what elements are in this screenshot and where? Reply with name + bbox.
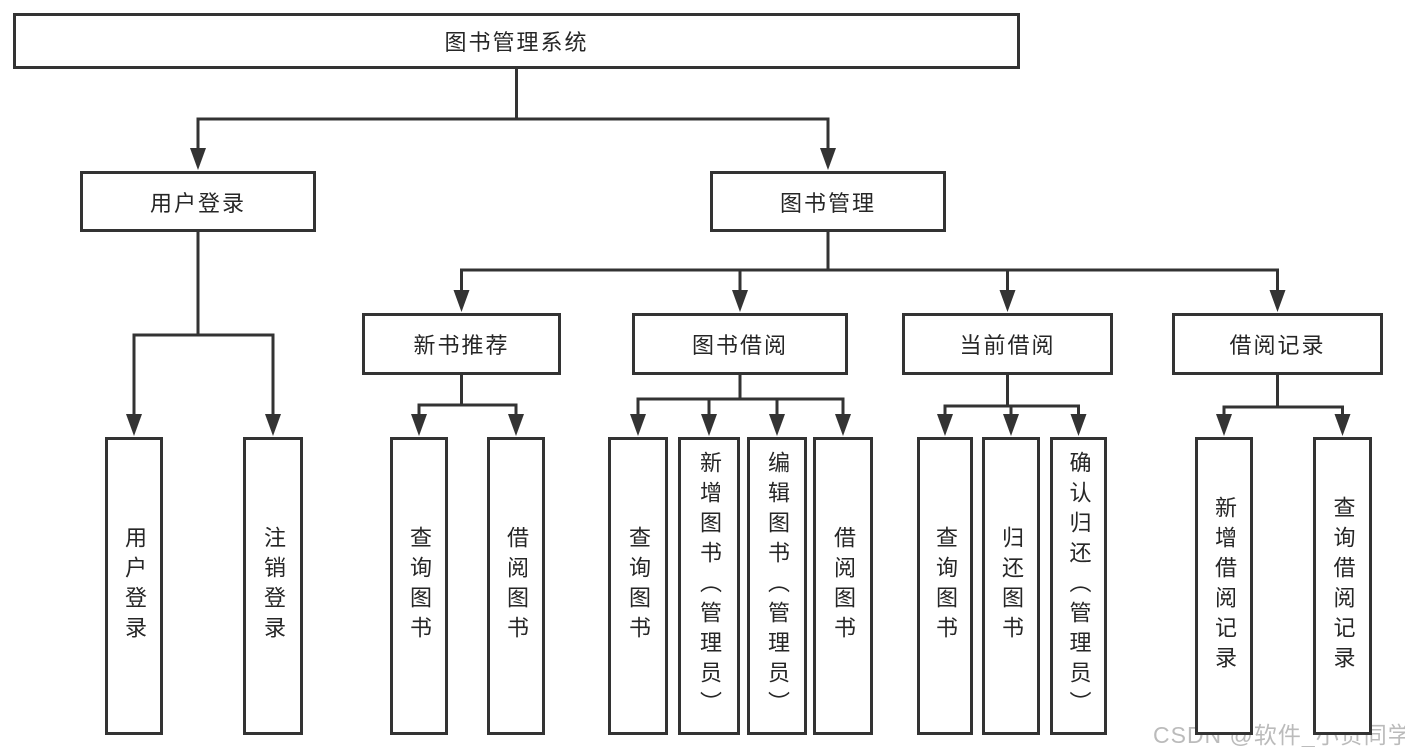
node-current-borrow: 当前借阅 [902, 313, 1113, 375]
node-new-book-rec: 新书推荐 [362, 313, 561, 375]
node-leaf-logout: 注销登录 [243, 437, 303, 735]
arrowhead-book-mgmt [820, 148, 836, 170]
arrowhead-borrow-record [1269, 290, 1286, 312]
arrowhead-leaf-bb-borrow [835, 414, 851, 436]
node-leaf-cur-return: 归还图书 [982, 437, 1040, 735]
node-leaf-rd-query: 查询借阅记录 [1313, 437, 1372, 735]
arrowhead-user-login [190, 148, 206, 170]
node-label-leaf-rd-add: 新增借阅记录 [1212, 496, 1237, 676]
arrowhead-leaf-rd-add [1216, 414, 1232, 436]
node-leaf-bb-borrow: 借阅图书 [813, 437, 873, 735]
node-leaf-login: 用户登录 [105, 437, 163, 735]
node-leaf-bb-edit: 编辑图书（管理员） [747, 437, 807, 735]
arrowhead-leaf-rd-query [1334, 414, 1351, 436]
node-label-leaf-rd-query: 查询借阅记录 [1330, 496, 1356, 676]
node-label-leaf-login: 用户登录 [122, 526, 147, 646]
arrowhead-new-book-rec [453, 290, 470, 312]
node-root: 图书管理系统 [13, 13, 1020, 69]
node-borrow-record: 借阅记录 [1172, 313, 1383, 375]
node-label-current-borrow: 当前借阅 [959, 333, 1056, 358]
arrowhead-book-borrow [732, 290, 748, 312]
arrowhead-leaf-cur-return [1003, 414, 1019, 436]
node-leaf-bb-add: 新增图书（管理员） [678, 437, 740, 735]
node-label-leaf-bb-query: 查询图书 [626, 526, 651, 646]
node-label-root: 图书管理系统 [444, 30, 589, 55]
node-label-leaf-bb-add: 新增图书（管理员） [697, 451, 722, 721]
arrowhead-leaf-rec-borrow [508, 414, 524, 436]
node-label-book-mgmt: 图书管理 [779, 190, 876, 216]
node-label-leaf-cur-confirm: 确认归还（管理员） [1066, 451, 1092, 721]
arrowhead-leaf-cur-query [937, 414, 953, 436]
node-label-borrow-record: 借阅记录 [1229, 333, 1326, 358]
node-label-leaf-cur-query: 查询图书 [933, 526, 958, 646]
node-leaf-bb-query: 查询图书 [608, 437, 668, 735]
node-label-leaf-logout: 注销登录 [261, 526, 286, 646]
node-label-leaf-rec-query: 查询图书 [407, 526, 432, 646]
node-leaf-rd-add: 新增借阅记录 [1195, 437, 1253, 735]
node-leaf-cur-confirm: 确认归还（管理员） [1050, 437, 1107, 735]
node-label-leaf-cur-return: 归还图书 [999, 526, 1024, 646]
node-user-login: 用户登录 [80, 171, 316, 232]
node-label-leaf-bb-edit: 编辑图书（管理员） [765, 451, 790, 721]
arrowhead-leaf-logout [265, 414, 281, 436]
node-leaf-rec-borrow: 借阅图书 [487, 437, 545, 735]
arrowhead-leaf-rec-query [411, 414, 427, 436]
arrowhead-leaf-bb-query [630, 414, 646, 436]
node-label-book-borrow: 图书借阅 [691, 333, 788, 358]
node-leaf-rec-query: 查询图书 [390, 437, 448, 735]
node-book-borrow: 图书借阅 [632, 313, 848, 375]
node-leaf-cur-query: 查询图书 [917, 437, 973, 735]
node-label-user-login: 用户登录 [149, 190, 246, 216]
arrowhead-leaf-login [126, 414, 142, 436]
arrowhead-current-borrow [999, 290, 1016, 312]
node-label-leaf-bb-borrow: 借阅图书 [831, 526, 856, 646]
arrowhead-leaf-bb-add [701, 414, 717, 436]
node-book-mgmt: 图书管理 [710, 171, 946, 232]
arrowhead-leaf-cur-confirm [1070, 414, 1087, 436]
node-label-leaf-rec-borrow: 借阅图书 [504, 526, 529, 646]
node-label-new-book-rec: 新书推荐 [413, 333, 510, 358]
arrowhead-leaf-bb-edit [769, 414, 785, 436]
